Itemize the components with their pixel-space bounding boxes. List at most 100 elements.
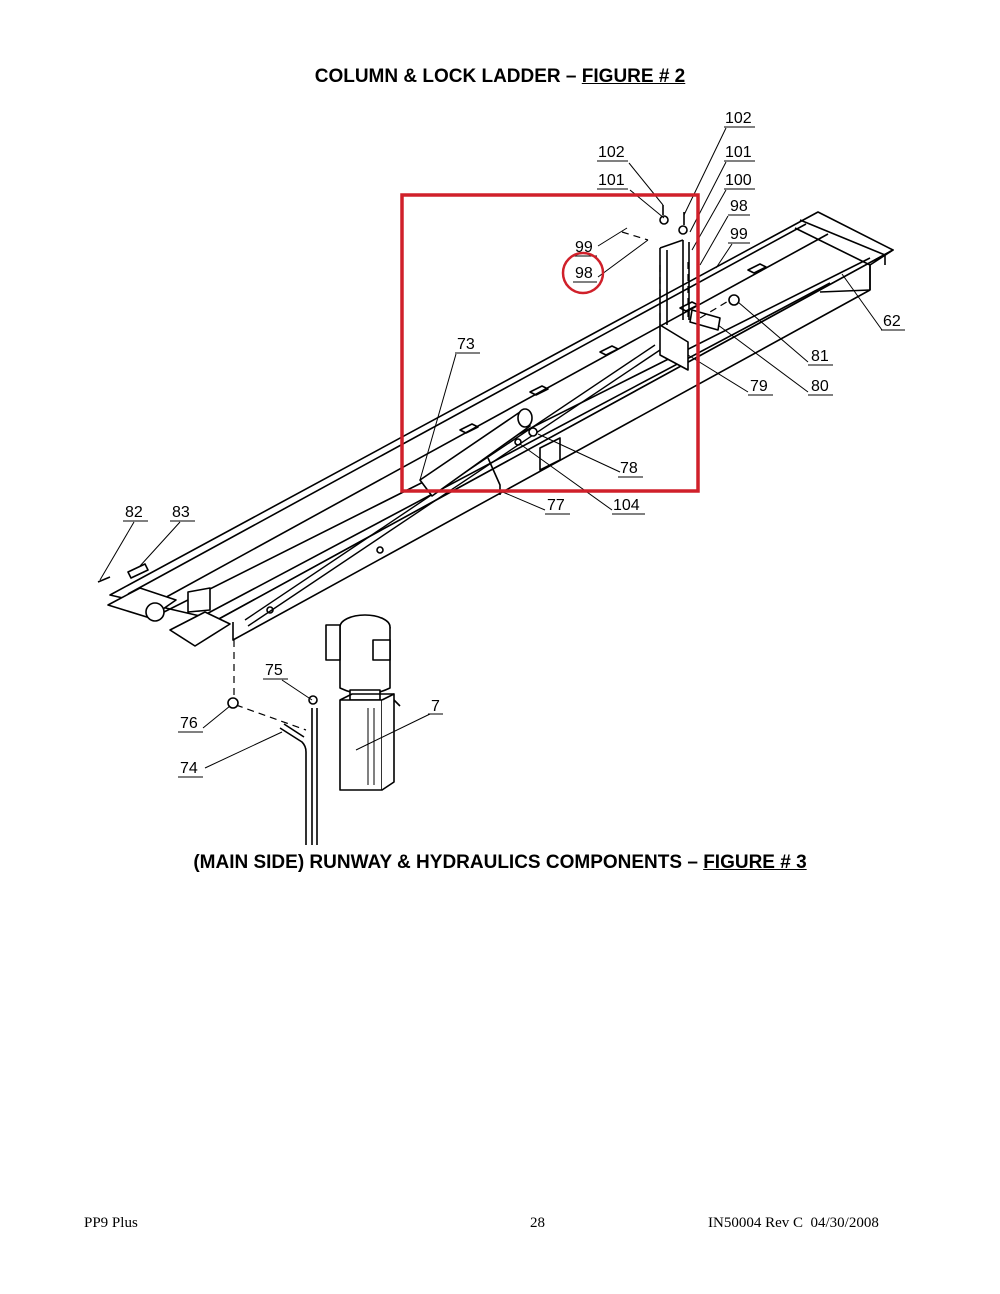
runway-lower-flange [179, 282, 831, 629]
leader-83 [139, 521, 181, 567]
leader-101a [689, 161, 727, 233]
dash-pin-99 [621, 231, 649, 241]
reservoir-side [381, 693, 395, 791]
callout-81: 81 [811, 348, 829, 365]
connection-dashes [233, 231, 731, 731]
leader-78 [537, 433, 621, 473]
leader-104 [519, 443, 613, 511]
callout-99: 99 [730, 226, 748, 243]
lock-ladder-bracket [659, 324, 689, 371]
callout-62: 62 [883, 313, 901, 330]
deck-slot [529, 385, 549, 396]
highlight-circle [561, 251, 605, 295]
runway-deck-groove [149, 233, 829, 607]
deck-slot [599, 345, 619, 356]
fitting-78 [528, 427, 538, 437]
footer-page-number: 28 [530, 1215, 545, 1231]
fitting-104 [514, 438, 522, 446]
ladder-top-cross [659, 239, 684, 249]
callout-74: 74 [180, 760, 198, 777]
footer-model: PP9 Plus [84, 1215, 138, 1231]
footer-doc-revision: IN50004 Rev C 04/30/2008 [708, 1215, 879, 1231]
nut-81 [728, 294, 740, 306]
figure-2-label: FIGURE # 2 [581, 66, 686, 87]
callout-77: 77 [547, 497, 565, 514]
l-tube-edge [283, 723, 305, 738]
callout-102: 102 [725, 110, 752, 127]
deck-slot [459, 423, 479, 434]
leader-74 [204, 731, 283, 769]
ramp-plate-right [169, 611, 231, 647]
reservoir-front [339, 699, 383, 791]
sheave-left [145, 602, 165, 622]
highlight-box [400, 193, 700, 493]
nut-101 [659, 215, 669, 225]
callout-100: 100 [725, 172, 752, 189]
leader-99b [597, 227, 628, 247]
sheave-bracket [187, 587, 211, 613]
leader-lines [99, 127, 883, 769]
callout-99: 99 [575, 239, 593, 256]
callout-80: 80 [811, 378, 829, 395]
figure-3-label: FIGURE # 3 [703, 852, 807, 873]
figure-2-title: COLUMN & LOCK LADDER – FIGURE # 2 [0, 66, 1000, 88]
release-handle [393, 699, 401, 707]
motor-mount-bracket [325, 624, 341, 661]
deck-slot [747, 263, 767, 274]
callout-75: 75 [265, 662, 283, 679]
runway-end-bottom [819, 289, 871, 293]
runway-deck-edge-far [127, 223, 807, 595]
leader-76 [202, 705, 231, 729]
callout-78: 78 [620, 460, 638, 477]
callout-79: 79 [750, 378, 768, 395]
leader-77 [497, 489, 546, 511]
callout-labels: 102 101 100 98 99 102 101 99 98 62 73 81… [123, 110, 905, 778]
l-tube [279, 727, 307, 845]
power-unit-assembly [227, 614, 401, 845]
cylinder-end-cap [517, 408, 533, 428]
leader-99a [715, 243, 733, 269]
callout-83: 83 [172, 504, 190, 521]
leader-80 [717, 324, 809, 393]
callout-102: 102 [598, 144, 625, 161]
figure-3-title: (MAIN SIDE) RUNWAY & HYDRAULICS COMPONEN… [0, 852, 1000, 874]
leader-7 [355, 713, 431, 751]
callout-104: 104 [613, 497, 640, 514]
runway-assembly [97, 205, 894, 647]
callout-82: 82 [125, 504, 143, 521]
leader-98b [597, 239, 649, 278]
callout-101: 101 [598, 172, 625, 189]
leader-81 [737, 301, 809, 363]
dash-nut [699, 299, 731, 319]
leader-102b [628, 162, 664, 206]
leader-73 [419, 353, 457, 481]
leader-62 [841, 273, 883, 331]
elbow-76 [227, 697, 239, 709]
pin-83 [127, 563, 149, 579]
motor-junction-box [372, 639, 391, 661]
runway-top-deck [109, 211, 894, 621]
figure-3-title-prefix: (MAIN SIDE) RUNWAY & HYDRAULICS COMPONEN… [193, 852, 704, 873]
rod-coupler [266, 606, 274, 614]
callout-101: 101 [725, 144, 752, 161]
lock-rod-edge [247, 349, 661, 627]
callout-76: 76 [180, 715, 198, 732]
runway-end-plate-line [794, 227, 871, 266]
callout-98: 98 [730, 198, 748, 215]
runway-right-end-block [799, 219, 886, 265]
pump-block [349, 689, 381, 701]
leader-102a [683, 127, 727, 216]
callout-73: 73 [457, 336, 475, 353]
fitting-75 [308, 695, 318, 705]
leader-82 [99, 521, 135, 581]
nut-101 [678, 225, 688, 235]
leader-75 [281, 679, 313, 701]
rod-coupler [376, 546, 384, 554]
dash-hose-across [235, 704, 307, 731]
callout-98: 98 [575, 265, 593, 282]
clip-82 [97, 576, 111, 583]
callout-7: 7 [431, 698, 440, 715]
leader-98a [699, 215, 729, 266]
